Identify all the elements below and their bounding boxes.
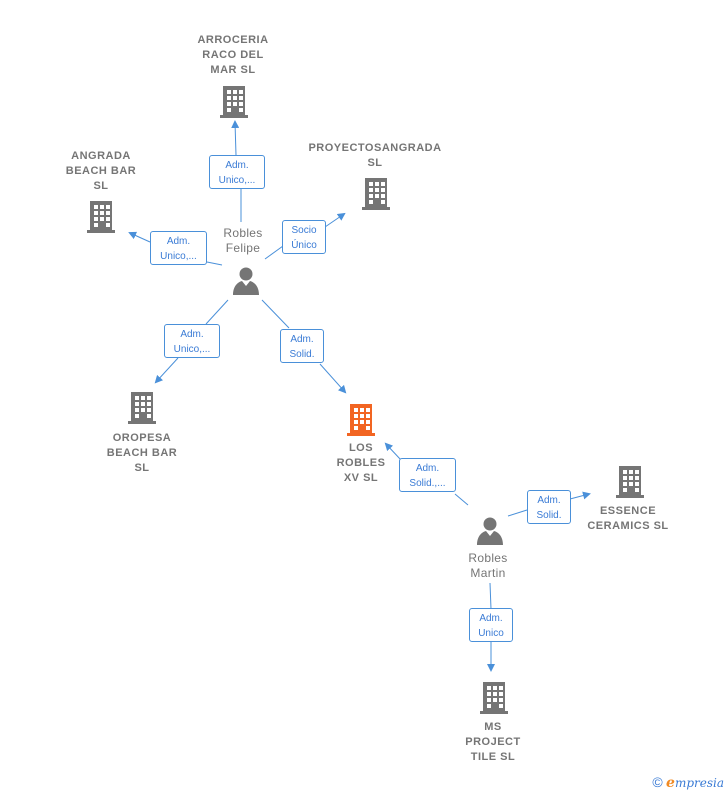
edge-felipe-proyectos: [264, 214, 344, 260]
company-label-oropesa[interactable]: OROPESA BEACH BAR SL: [106, 432, 178, 474]
brand-logo-text: mpresia: [674, 776, 724, 790]
building-icon[interactable]: [616, 464, 646, 500]
relation-label[interactable]: Adm. Solid.,...: [399, 458, 456, 492]
brand-footer[interactable]: © empresia: [652, 774, 724, 791]
focus-building-icon[interactable]: [347, 402, 377, 438]
brand-logo-e: e: [666, 775, 675, 791]
edge-martin-losrobles: [386, 444, 469, 506]
company-label-proyectosangrada[interactable]: PROYECTOSANGRADA SL: [308, 142, 442, 169]
company-label-angrada[interactable]: ANGRADA BEACH BAR SL: [65, 150, 137, 192]
relation-label[interactable]: Adm. Unico,...: [209, 155, 265, 189]
relation-label[interactable]: Socio Único: [282, 220, 326, 254]
company-label-los-robles[interactable]: LOS ROBLES XV SL: [336, 442, 386, 484]
person-label-felipe[interactable]: Robles Felipe: [223, 226, 263, 255]
relation-label[interactable]: Adm. Unico: [469, 608, 513, 642]
relation-label[interactable]: Adm. Solid.: [280, 329, 324, 363]
edge-felipe-arroceria: [235, 122, 241, 222]
company-label-essence[interactable]: ESSENCE CERAMICS SL: [587, 505, 669, 532]
company-label-arroceria[interactable]: ARROCERIA RACO DEL MAR SL: [197, 34, 269, 76]
relation-label[interactable]: Adm. Unico,...: [150, 231, 207, 265]
copyright-symbol: ©: [652, 774, 663, 790]
edge-felipe-oropesa: [156, 299, 229, 382]
company-label-msproject[interactable]: MS PROJECT TILE SL: [465, 721, 521, 763]
building-icon[interactable]: [220, 84, 250, 120]
person-label-martin[interactable]: Robles Martin: [468, 551, 508, 580]
building-icon[interactable]: [87, 199, 117, 235]
relation-label[interactable]: Adm. Solid.: [527, 490, 571, 524]
edge-felipe-angrada: [130, 233, 223, 266]
person-icon[interactable]: [475, 515, 505, 545]
building-icon[interactable]: [480, 680, 510, 716]
building-icon[interactable]: [362, 176, 392, 212]
person-icon[interactable]: [231, 265, 261, 295]
edge-martin-msproject: [490, 582, 491, 670]
relation-label[interactable]: Adm. Unico,...: [164, 324, 220, 358]
building-icon[interactable]: [128, 390, 158, 426]
edge-felipe-losrobles: [261, 299, 345, 392]
edge-martin-essence: [507, 494, 589, 517]
